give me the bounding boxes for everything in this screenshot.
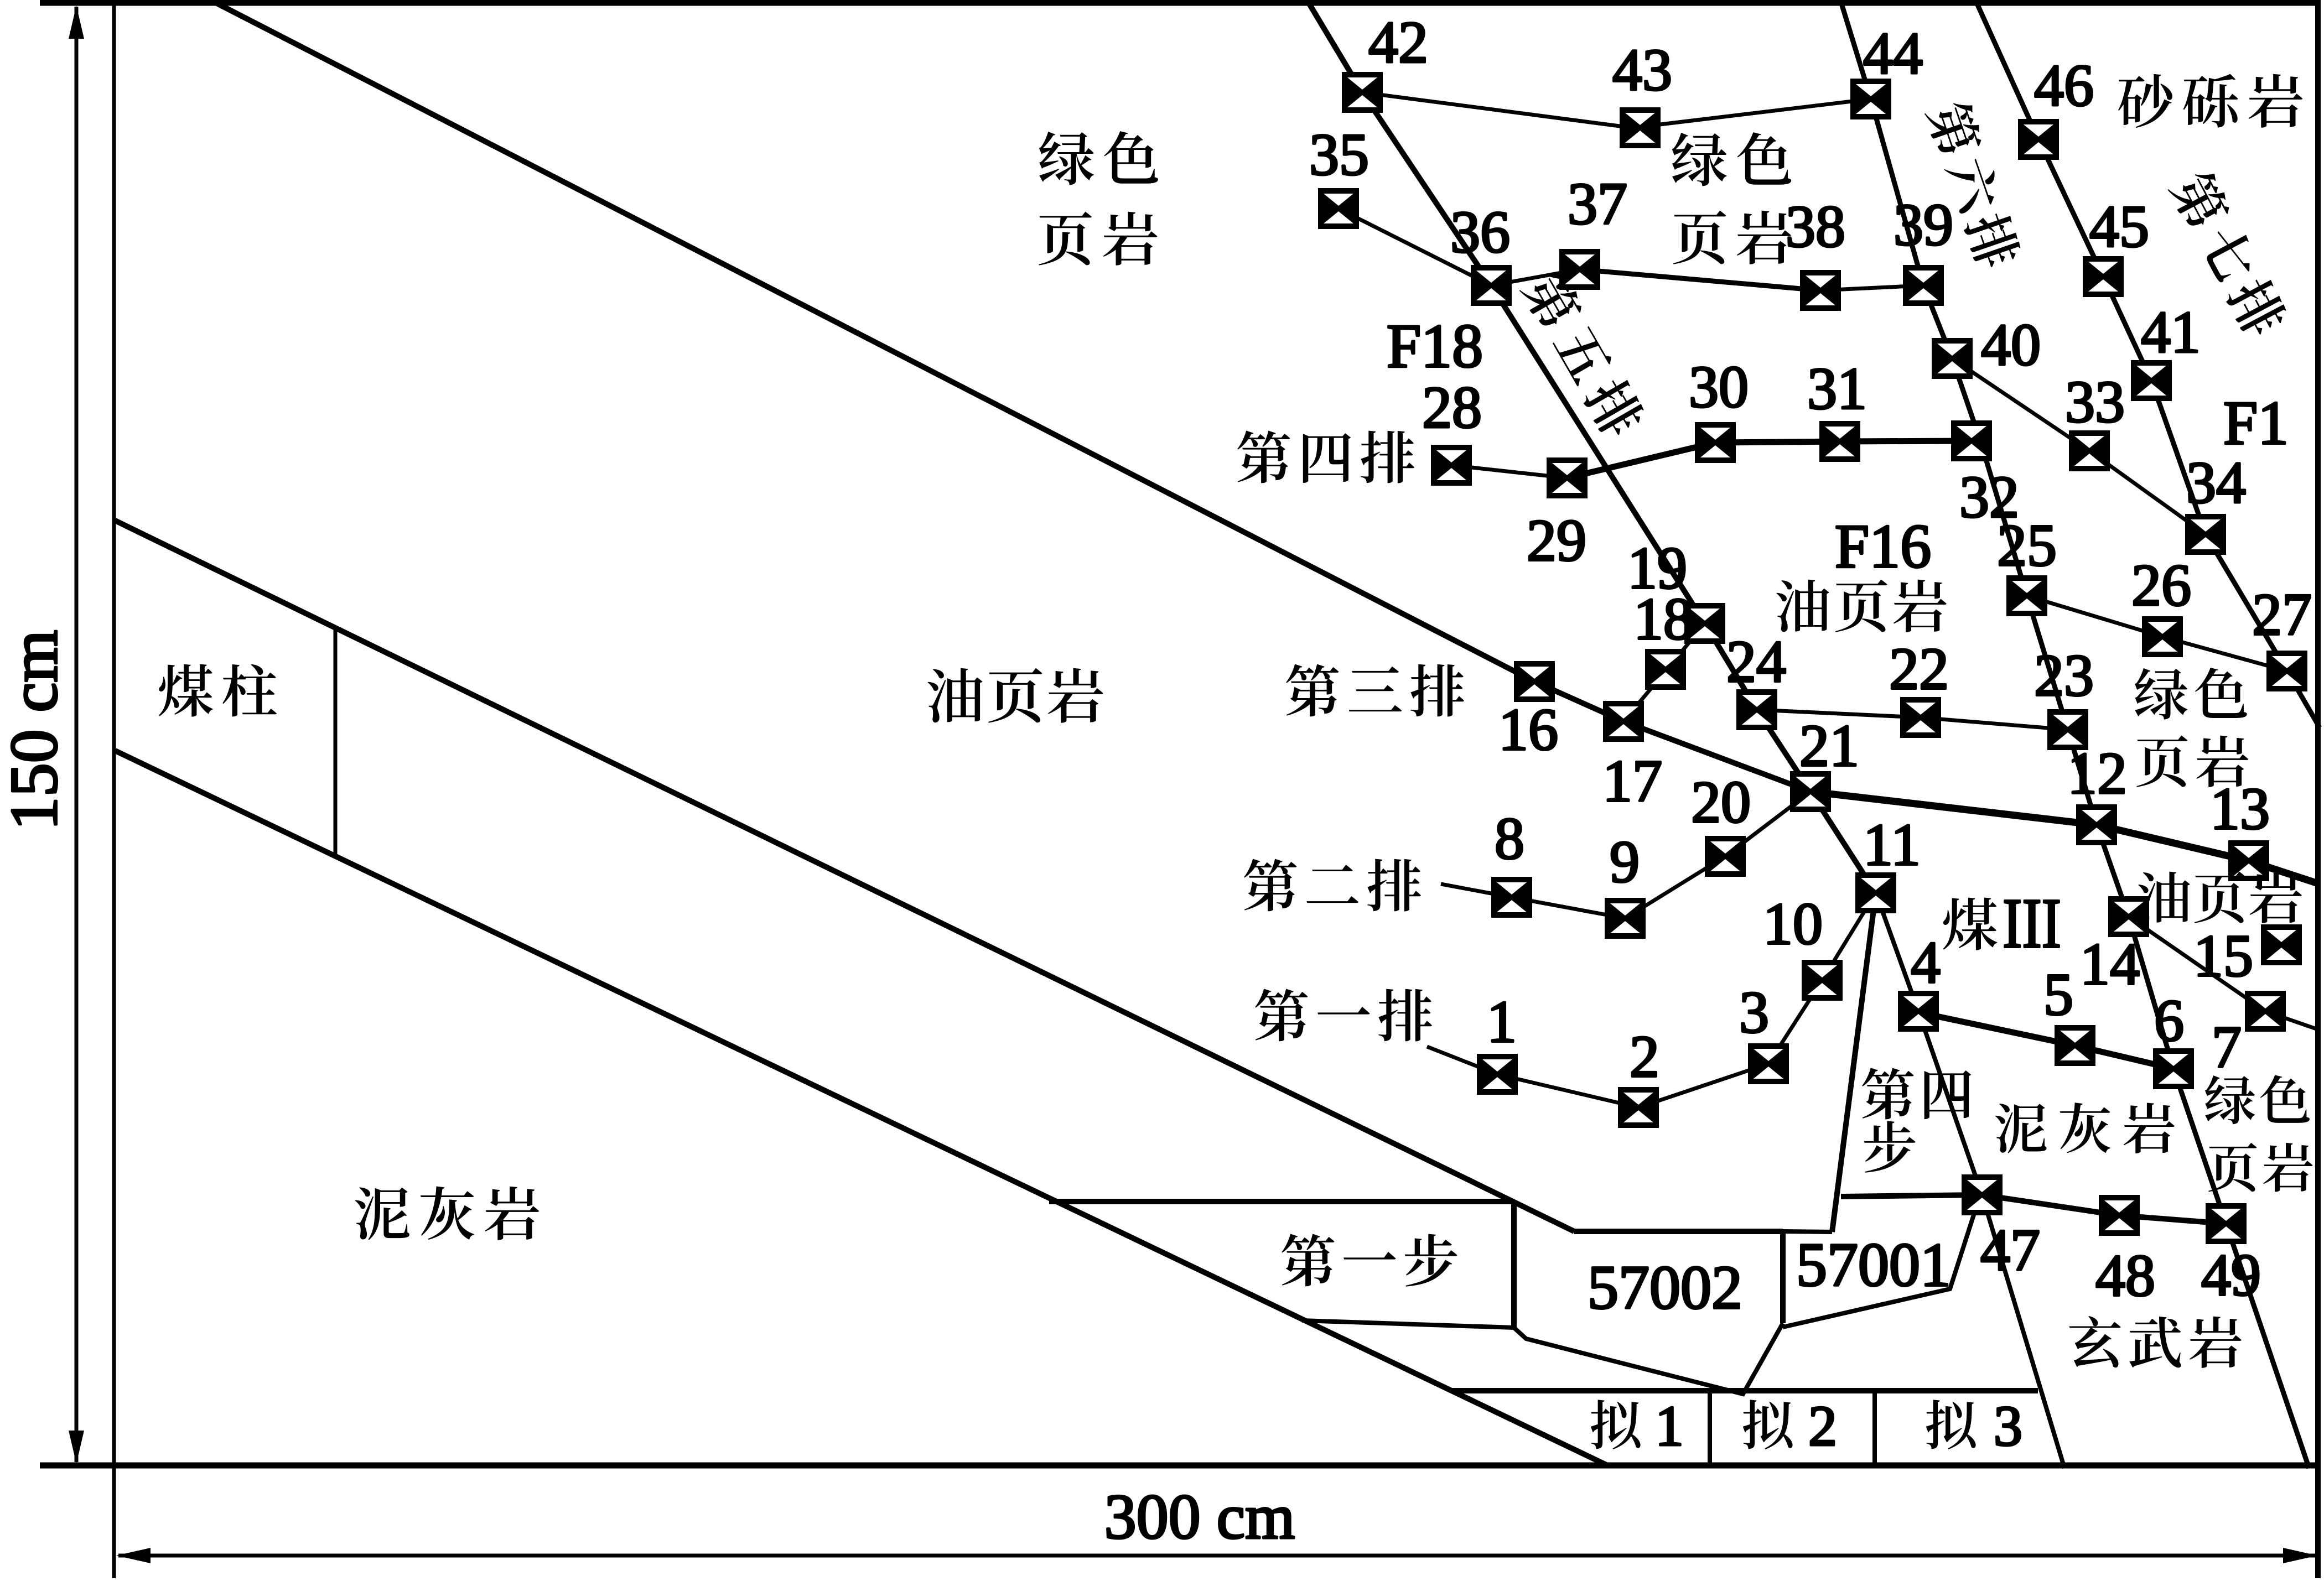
svg-text:37: 37 <box>1568 171 1627 237</box>
svg-text:23: 23 <box>2034 643 2094 709</box>
svg-text:31: 31 <box>1807 356 1867 422</box>
svg-text:14: 14 <box>2080 932 2140 997</box>
svg-text:30: 30 <box>1689 355 1749 420</box>
svg-text:19: 19 <box>1627 535 1687 601</box>
svg-text:40: 40 <box>1981 313 2041 378</box>
svg-text:18: 18 <box>1633 586 1693 652</box>
svg-text:16: 16 <box>1498 697 1558 763</box>
svg-text:46: 46 <box>2034 53 2094 119</box>
svg-text:20: 20 <box>1691 769 1751 835</box>
svg-text:150 cm: 150 cm <box>0 630 71 831</box>
svg-text:15: 15 <box>2193 923 2253 989</box>
svg-text:1: 1 <box>1655 1394 1684 1458</box>
svg-text:29: 29 <box>1527 508 1586 574</box>
svg-text:35: 35 <box>1309 122 1369 188</box>
svg-text:39: 39 <box>1894 193 1953 258</box>
svg-text:5: 5 <box>2043 962 2073 1028</box>
svg-text:1: 1 <box>1487 989 1517 1055</box>
svg-text:4: 4 <box>1911 930 1941 996</box>
svg-text:9: 9 <box>1610 829 1640 895</box>
svg-text:38: 38 <box>1786 194 1845 260</box>
svg-text:27: 27 <box>2252 582 2312 648</box>
svg-text:57001: 57001 <box>1796 1231 1951 1299</box>
svg-text:57002: 57002 <box>1588 1254 1742 1322</box>
svg-text:49: 49 <box>2201 1242 2261 1308</box>
svg-text:33: 33 <box>2065 370 2125 435</box>
svg-text:24: 24 <box>1726 629 1786 695</box>
svg-text:34: 34 <box>2186 450 2246 516</box>
svg-text:47: 47 <box>1980 1218 2040 1283</box>
svg-text:22: 22 <box>1889 636 1949 702</box>
svg-text:7: 7 <box>2212 1015 2242 1080</box>
svg-text:F16: F16 <box>1835 512 1931 581</box>
svg-text:8: 8 <box>1495 806 1524 872</box>
svg-text:13: 13 <box>2210 776 2270 842</box>
svg-text:3: 3 <box>1994 1394 2022 1458</box>
svg-text:32: 32 <box>1959 465 2019 531</box>
svg-text:10: 10 <box>1763 891 1823 957</box>
svg-text:42: 42 <box>1368 10 1428 76</box>
svg-text:45: 45 <box>2089 194 2149 260</box>
svg-text:12: 12 <box>2067 741 2127 807</box>
svg-text:26: 26 <box>2131 553 2191 618</box>
svg-text:6: 6 <box>2154 988 2184 1054</box>
svg-text:43: 43 <box>1612 38 1672 103</box>
svg-text:48: 48 <box>2095 1243 2155 1309</box>
svg-text:25: 25 <box>1997 513 2057 579</box>
svg-text:300 cm: 300 cm <box>1104 1481 1295 1552</box>
svg-text:28: 28 <box>1422 375 1482 441</box>
svg-text:F18: F18 <box>1387 312 1483 381</box>
svg-text:11: 11 <box>1863 812 1921 878</box>
svg-text:2: 2 <box>1630 1024 1659 1090</box>
svg-text:F1: F1 <box>2223 389 2289 457</box>
svg-text:2: 2 <box>1808 1394 1837 1458</box>
svg-text:21: 21 <box>1799 713 1859 779</box>
svg-text:17: 17 <box>1602 748 1662 814</box>
svg-text:3: 3 <box>1739 980 1769 1046</box>
svg-text:36: 36 <box>1450 200 1510 266</box>
svg-text:44: 44 <box>1863 21 1923 87</box>
svg-text:III: III <box>2003 884 2061 963</box>
svg-text:41: 41 <box>2141 300 2201 366</box>
